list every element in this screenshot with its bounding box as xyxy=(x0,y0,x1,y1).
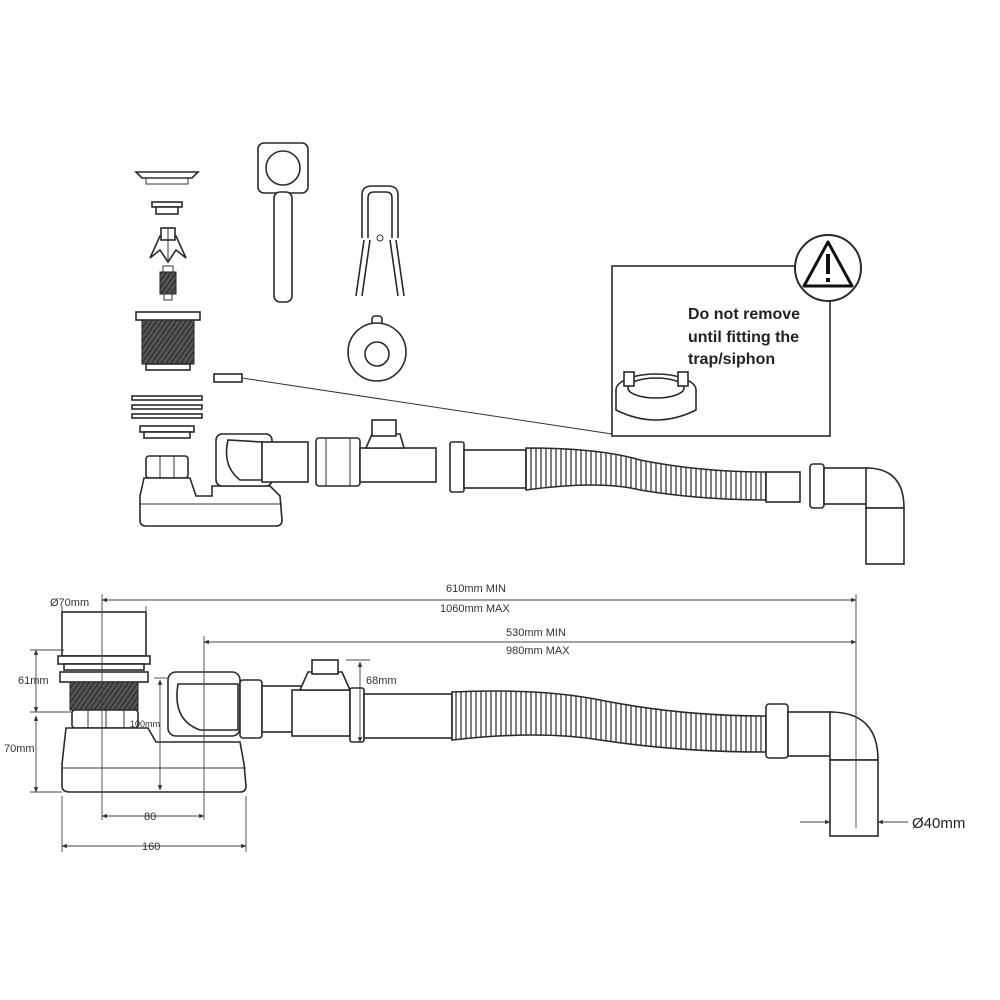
plug-cap xyxy=(134,171,200,185)
warning-line-1: Do not remove xyxy=(688,306,800,323)
exploded-trap xyxy=(139,455,283,527)
dim-inner-min: 530mm MIN xyxy=(506,627,566,639)
seal-clip xyxy=(213,373,613,435)
exploded-waste-parts xyxy=(131,171,613,527)
waste-body xyxy=(135,311,201,371)
plug-mechanism xyxy=(149,227,187,264)
dim-inner-max: 980mm MAX xyxy=(506,645,570,657)
dimensioned-assembly: 610mm MIN 1060mm MAX 530mm MIN 980mm MAX… xyxy=(4,583,965,853)
push-cartridge xyxy=(159,265,177,301)
dim-tee-height: 68mm xyxy=(366,675,397,687)
dim-waste-height: 61mm xyxy=(18,675,49,687)
warning-line-2: until fitting the xyxy=(688,329,799,346)
warning-triangle-icon xyxy=(802,240,854,288)
plug-collar xyxy=(151,201,183,215)
spanner-tool xyxy=(257,142,309,303)
sealing-ring xyxy=(347,315,407,382)
waste-head xyxy=(57,611,151,729)
dim-waste-diameter: Ø70mm xyxy=(50,597,89,609)
flexible-hose-bottom xyxy=(451,690,767,753)
dim-overall-min: 610mm MIN xyxy=(446,583,506,595)
dim-outlet-height: 100mm xyxy=(130,719,160,729)
dim-pipe-diameter: Ø40mm xyxy=(912,815,965,832)
dim-outlet-offset: 80 xyxy=(144,811,156,823)
washers xyxy=(131,395,203,439)
dim-trap-height: 70mm xyxy=(4,743,35,755)
warning-callout: Do not remove until fitting the trap/sip… xyxy=(611,234,862,437)
flexible-hose-top xyxy=(525,447,767,501)
protective-cap xyxy=(615,371,697,421)
exploded-pipe-assembly xyxy=(215,419,905,565)
dimension-lines xyxy=(30,594,908,852)
trap-base xyxy=(61,727,247,793)
dim-trap-width: 160 xyxy=(142,841,160,853)
warning-line-3: trap/siphon xyxy=(688,351,775,368)
dim-overall-max: 1060mm MAX xyxy=(440,603,510,615)
pipe-clip xyxy=(355,185,405,297)
